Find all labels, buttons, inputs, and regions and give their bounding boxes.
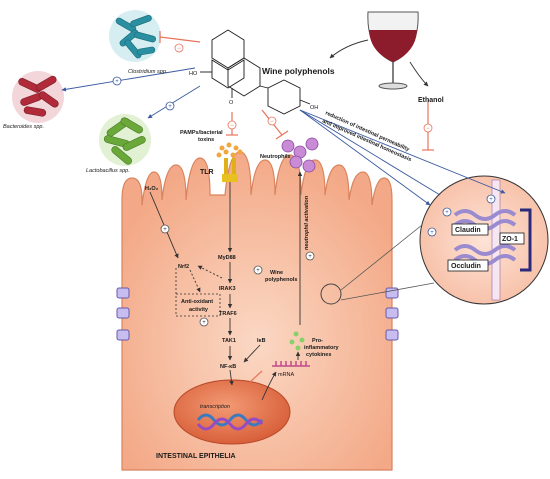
plus-sign-inset-3: + bbox=[489, 197, 493, 203]
pamps-particles bbox=[216, 142, 243, 158]
occludin-box bbox=[447, 259, 489, 272]
tlr-receptor bbox=[222, 158, 238, 182]
tight-junction-zoom-inset bbox=[419, 175, 549, 305]
inner-wine-polyphenols-line1: Wine bbox=[270, 270, 283, 276]
dna-strand-1 bbox=[196, 413, 264, 427]
clostridium-icon bbox=[109, 10, 161, 62]
pamps-label-line1: PAMPs/bacterial bbox=[180, 130, 223, 136]
ho-label: HO bbox=[189, 71, 198, 77]
plus-sign-bacteroides: + bbox=[115, 79, 119, 85]
clostridium-label: Clostridium spp. bbox=[128, 69, 167, 75]
lactobacillus-icon bbox=[99, 114, 151, 166]
cytokine-particles bbox=[289, 331, 305, 351]
nfkb-label: NF-κB bbox=[220, 364, 236, 370]
claudin-box bbox=[451, 223, 489, 236]
mrna-label: mRNA bbox=[278, 372, 295, 378]
plus-sign-polyphenols-inner: + bbox=[256, 268, 260, 274]
intestinal-epithelia-label: INTESTINAL EPITHELIA bbox=[156, 453, 236, 460]
occludin-label: Occludin bbox=[451, 263, 481, 270]
minus-sign-ethanol: − bbox=[426, 126, 430, 132]
tight-junctions-left bbox=[116, 287, 130, 341]
claudin-label: Claudin bbox=[455, 227, 481, 234]
antioxidant-label-line1: Anti-oxidant bbox=[181, 299, 213, 305]
plus-sign-h2o2: + bbox=[163, 227, 167, 233]
myd88-label: MyD88 bbox=[218, 255, 236, 261]
inner-wine-polyphenols-line2: polyphenols bbox=[265, 277, 297, 283]
polyphenol-structure-icon bbox=[200, 29, 311, 115]
zoom-connector-top bbox=[340, 224, 423, 291]
zoom-connector-bottom bbox=[340, 282, 435, 301]
minus-sign-pamps: − bbox=[230, 123, 234, 129]
plus-sign-inset-1: + bbox=[430, 230, 434, 236]
plus-sign-lactobacillus: + bbox=[168, 104, 172, 110]
bacteroides-label: Bacteroides spp. bbox=[3, 124, 44, 130]
o-label: O bbox=[229, 100, 234, 106]
zoom-source-circle bbox=[320, 283, 342, 305]
wine-glass-icon bbox=[367, 11, 419, 90]
zo1-label: ZO-1 bbox=[502, 236, 518, 243]
transcription-label: transcription bbox=[200, 404, 230, 410]
tlr-label: TLR bbox=[200, 169, 214, 176]
cytokines-label-line1: Pro- bbox=[312, 338, 323, 344]
cytokines-label-line3: cytokines bbox=[306, 352, 331, 358]
neutrophils bbox=[281, 137, 319, 173]
cytokines-label-line2: inflammatory bbox=[304, 345, 339, 351]
mrna-strand bbox=[272, 361, 310, 367]
minus-sign-neutrophils: − bbox=[270, 119, 274, 125]
irak3-label: IRAK3 bbox=[219, 286, 236, 292]
neutrophils-label: Neutrophils bbox=[260, 154, 291, 160]
ikb-label: IκB bbox=[257, 338, 266, 344]
sign-markers bbox=[112, 43, 496, 327]
lactobacillus-label: Lactobacillus spp. bbox=[86, 168, 130, 174]
antioxidant-box bbox=[175, 293, 221, 317]
reduction-label-line1: reduction of intestinal permeability bbox=[324, 110, 411, 153]
zo1-box bbox=[499, 232, 525, 245]
h2o2-label: H₂O₂ bbox=[145, 186, 159, 192]
neutrophil-activation-label: neutrophil activation bbox=[304, 195, 310, 250]
dna-strand-2 bbox=[196, 417, 264, 431]
plus-sign-neutrophil-activation: + bbox=[308, 254, 312, 260]
minus-sign-clostridium: − bbox=[177, 46, 181, 52]
tak1-label: TAK1 bbox=[222, 338, 236, 344]
oh-label: OH bbox=[310, 105, 318, 111]
ethanol-label: Ethanol bbox=[418, 97, 444, 104]
nrf2-label: Nrf2 bbox=[178, 264, 189, 270]
plus-sign-antioxidant: + bbox=[202, 320, 206, 326]
wine-polyphenols-label: Wine polyphenols bbox=[262, 66, 335, 76]
nucleus bbox=[173, 379, 291, 445]
traf6-label: TRAF6 bbox=[219, 311, 237, 317]
tight-junctions-right bbox=[385, 287, 399, 341]
pathway-arrows bbox=[61, 39, 506, 401]
pamps-label-line2: toxins bbox=[198, 137, 214, 143]
antioxidant-label-line2: activity bbox=[189, 307, 209, 313]
plus-sign-inset-2: + bbox=[445, 210, 449, 216]
bacteroides-icon bbox=[12, 71, 64, 123]
reduction-label-line2: and improved intestinal homeostasis bbox=[321, 118, 412, 163]
